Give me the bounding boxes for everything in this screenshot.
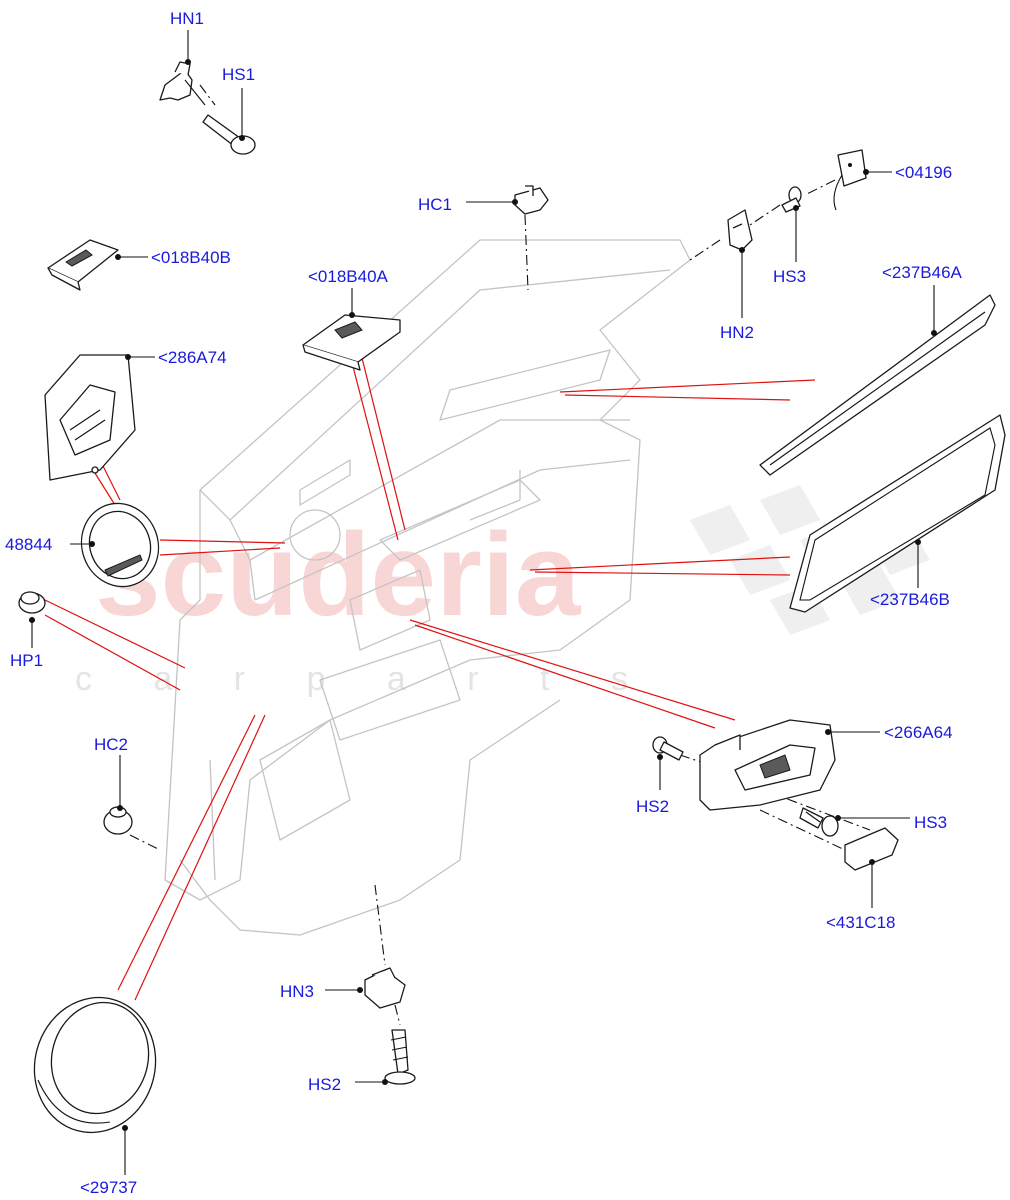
label-286a74[interactable]: <286A74 [158,348,227,367]
part-04196-switch [833,149,867,211]
label-266a64[interactable]: <266A64 [884,723,953,742]
part-286a74-handle-bracket [44,354,136,481]
label-29737[interactable]: <29737 [80,1178,137,1197]
label-hn1[interactable]: HN1 [170,9,204,28]
part-29737-seal-ring [33,996,157,1134]
label-04196[interactable]: <04196 [895,163,952,182]
watermark-main: scuderia [95,509,582,641]
part-237b46b-trim-panel [789,414,1006,613]
part-labels: HN1 HS1 HC1 <04196 <018B40B <018B40A HS3… [5,9,963,1197]
part-hs2-bottom-screw [384,1029,416,1085]
label-237b46a[interactable]: <237B46A [882,263,963,282]
leader-lines [29,30,937,1175]
label-hs3-top[interactable]: HS3 [773,267,806,286]
part-hs3-top-screw [781,186,802,213]
part-48844-speaker-cover [80,502,160,588]
part-hn3-clip [364,967,406,1009]
callout-lines [44,349,816,1001]
label-hn3[interactable]: HN3 [280,982,314,1001]
label-hs3-right[interactable]: HS3 [914,813,947,832]
part-hc2-clip [103,806,133,835]
label-237b46b[interactable]: <237B46B [870,590,950,609]
label-018b40b[interactable]: <018B40B [151,248,231,267]
part-hs2-right-screw [652,736,684,761]
part-018b40b-switch [47,239,119,291]
label-018b40a[interactable]: <018B40A [308,267,389,286]
part-hc1-clip [514,185,549,215]
label-hs2-right[interactable]: HS2 [636,797,669,816]
part-hs3-right-screw [799,807,839,837]
part-266a64-pull-handle [699,719,836,811]
label-48844[interactable]: 48844 [5,535,52,554]
part-018b40a-bezel [302,314,401,371]
part-hn1-clip [159,61,206,106]
label-hc2[interactable]: HC2 [94,735,128,754]
door-trim-panel-outline [164,239,691,936]
part-hp1-plug [18,591,46,614]
part-237b46a-trim-strip [759,294,996,476]
part-hn2-clip [727,209,753,251]
label-hs1[interactable]: HS1 [222,65,255,84]
part-431c18-cover [844,827,899,871]
label-hn2[interactable]: HN2 [720,323,754,342]
label-431c18[interactable]: <431C18 [826,913,895,932]
part-hs1-pin [202,114,256,155]
label-hs2-bottom[interactable]: HS2 [308,1075,341,1094]
label-hp1[interactable]: HP1 [10,651,43,670]
label-hc1[interactable]: HC1 [418,195,452,214]
